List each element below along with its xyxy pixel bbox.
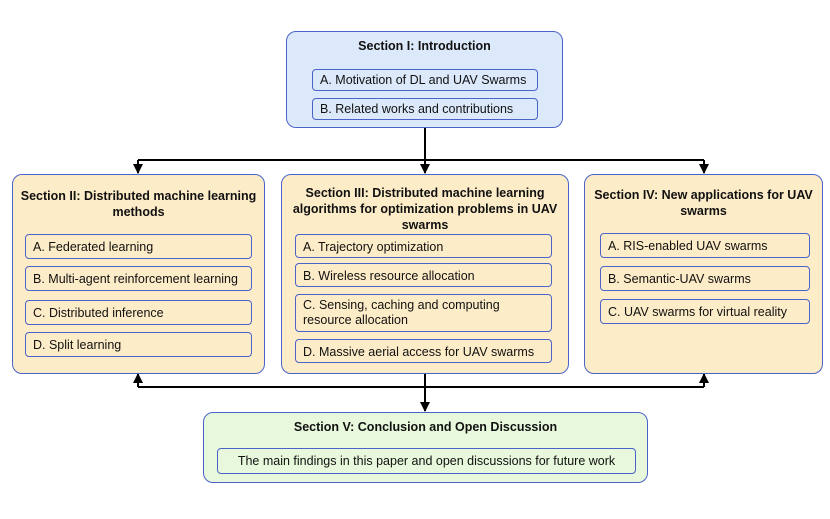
section2-title: Section II: Distributed machine learning…	[20, 189, 257, 219]
section4-title: Section IV: New applications for UAV swa…	[594, 188, 813, 218]
section3-item-sensing-caching: C. Sensing, caching and computing resour…	[295, 294, 552, 332]
intro-item-motivation: A. Motivation of DL and UAV Swarms	[312, 69, 538, 91]
section-intro-title: Section I: Introduction	[358, 39, 491, 53]
section4-item-semantic: B. Semantic-UAV swarms	[600, 266, 810, 291]
section2-item-distributed-inference: C. Distributed inference	[25, 300, 252, 325]
section3-box: Section III: Distributed machine learnin…	[281, 174, 569, 374]
section4-item-vr: C. UAV swarms for virtual reality	[600, 299, 810, 324]
section-intro-box: Section I: Introduction A. Motivation of…	[286, 31, 563, 128]
section3-item-trajectory: A. Trajectory optimization	[295, 234, 552, 258]
section2-item-split-learning: D. Split learning	[25, 332, 252, 357]
section2-item-federated-learning: A. Federated learning	[25, 234, 252, 259]
section5-item-findings: The main findings in this paper and open…	[217, 448, 636, 474]
section4-box: Section IV: New applications for UAV swa…	[584, 174, 823, 374]
intro-item-related-works: B. Related works and contributions	[312, 98, 538, 120]
section4-item-ris: A. RIS-enabled UAV swarms	[600, 233, 810, 258]
section3-title: Section III: Distributed machine learnin…	[292, 186, 558, 232]
section5-box: Section V: Conclusion and Open Discussio…	[203, 412, 648, 483]
section3-item-massive-access: D. Massive aerial access for UAV swarms	[295, 339, 552, 363]
section5-title: Section V: Conclusion and Open Discussio…	[293, 420, 558, 434]
section2-item-marl: B. Multi-agent reinforcement learning	[25, 266, 252, 291]
section2-box: Section II: Distributed machine learning…	[12, 174, 265, 374]
section3-item-wireless-resource: B. Wireless resource allocation	[295, 263, 552, 287]
